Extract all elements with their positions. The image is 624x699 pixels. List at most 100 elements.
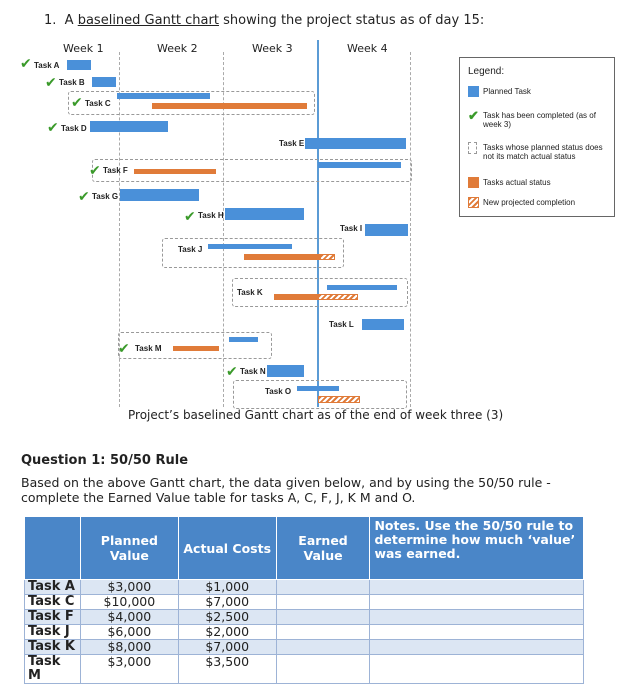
task-k-planned-bar (327, 285, 397, 290)
gantt-link[interactable]: baselined Gantt chart (77, 13, 219, 28)
task-name: Task K (24, 639, 81, 655)
earned-value-cell[interactable] (275, 639, 371, 655)
actual-cost: $1,000 (177, 579, 277, 595)
task-i-label: Task I (340, 224, 363, 233)
task-name: Task M (24, 654, 81, 684)
checkmark-icon: ✔ (45, 75, 57, 91)
checkmark-icon: ✔ (71, 95, 83, 111)
notes-cell[interactable] (369, 579, 584, 595)
grid-line (119, 52, 120, 407)
earned-value-cell[interactable] (275, 594, 371, 610)
week-2-label: Week 2 (157, 42, 198, 55)
legend-planned-label: Planned Task (483, 87, 531, 96)
planned-value: $6,000 (79, 624, 179, 640)
table-row: Task K $8,000 $7,000 (24, 639, 584, 655)
status-date-line (317, 40, 319, 407)
notes-cell[interactable] (369, 609, 584, 625)
task-j-actual-bar (244, 254, 320, 260)
task-i-planned-bar (365, 224, 408, 236)
question-1-body: Based on the above Gantt chart, the data… (21, 475, 551, 505)
earned-value-cell[interactable] (275, 579, 371, 595)
week-4-label: Week 4 (347, 42, 388, 55)
gantt-chart: Week 1 Week 2 Week 3 Week 4 ✔ Task A ✔ T… (20, 40, 615, 422)
legend: Legend: Planned Task ✔ Task has been com… (459, 57, 615, 217)
checkmark-icon: ✔ (184, 209, 196, 225)
mismatch-box-task-k (232, 278, 408, 307)
earned-value-cell[interactable] (275, 609, 371, 625)
table-row: Task J $6,000 $2,000 (24, 624, 584, 640)
table-row: Task M $3,000 $3,500 (24, 654, 584, 684)
checkmark-icon: ✔ (226, 364, 238, 380)
task-f-label: Task F (103, 166, 128, 175)
table-row: Task F $4,000 $2,500 (24, 609, 584, 625)
legend-projected-label: New projected completion (483, 198, 576, 207)
task-h-planned-bar (225, 208, 304, 220)
header-task (24, 516, 81, 580)
task-a-label: Task A (34, 61, 60, 70)
planned-value: $8,000 (79, 639, 179, 655)
question-suffix: showing the project status as of day 15: (223, 13, 485, 28)
task-d-label: Task D (61, 124, 87, 133)
question-number: 1. (44, 13, 57, 28)
checkmark-icon: ✔ (118, 341, 130, 357)
task-g-label: Task G (92, 192, 119, 201)
task-name: Task A (24, 579, 81, 595)
planned-value: $10,000 (79, 594, 179, 610)
planned-value: $3,000 (79, 654, 179, 684)
grid-line (223, 52, 224, 407)
question-prefix: A (64, 13, 74, 28)
grid-line (410, 52, 411, 407)
legend-title: Legend: (468, 66, 505, 77)
task-m-label: Task M (135, 344, 162, 353)
actual-swatch (468, 177, 479, 188)
notes-cell[interactable] (369, 654, 584, 684)
actual-cost: $3,500 (177, 654, 277, 684)
task-m-planned-bar (229, 337, 258, 342)
mismatch-box-task-c (68, 91, 315, 115)
task-c-planned-bar (117, 93, 210, 99)
task-name: Task J (24, 624, 81, 640)
task-k-actual-bar (274, 294, 318, 300)
task-k-label: Task K (237, 288, 263, 297)
notes-cell[interactable] (369, 639, 584, 655)
task-g-planned-bar (120, 189, 199, 201)
planned-value: $4,000 (79, 609, 179, 625)
legend-actual-label: Tasks actual status (483, 178, 551, 187)
question-1-title: Question 1: 50/50 Rule (21, 453, 189, 468)
header-notes: Notes. Use the 50/50 rule to determine h… (369, 516, 584, 580)
table-row: Task C $10,000 $7,000 (24, 594, 584, 610)
task-j-projected-bar (320, 254, 335, 260)
checkmark-icon: ✔ (89, 163, 101, 179)
planned-swatch (468, 86, 479, 97)
projected-swatch (468, 197, 479, 208)
mismatch-box-task-o (233, 380, 407, 409)
legend-completed-label: Task has been completed (as of week 3) (483, 111, 596, 129)
task-e-label: Task E (279, 139, 305, 148)
task-f-planned-bar (318, 162, 401, 168)
notes-cell[interactable] (369, 594, 584, 610)
task-b-label: Task B (59, 78, 85, 87)
earned-value-cell[interactable] (275, 654, 371, 684)
task-f-actual-bar (134, 169, 216, 174)
week-1-label: Week 1 (63, 42, 104, 55)
task-name: Task C (24, 594, 81, 610)
checkmark-icon: ✔ (468, 108, 479, 123)
earned-value-table: Planned Value Actual Costs Earned Value … (24, 516, 584, 684)
task-o-projected-bar (318, 396, 360, 403)
earned-value-cell[interactable] (275, 624, 371, 640)
task-d-planned-bar (90, 121, 168, 132)
task-l-planned-bar (362, 319, 404, 330)
legend-mismatch-label: Tasks whose planned status does not its … (483, 143, 603, 161)
notes-cell[interactable] (369, 624, 584, 640)
actual-cost: $7,000 (177, 594, 277, 610)
task-j-planned-bar (208, 244, 292, 249)
table-header-row: Planned Value Actual Costs Earned Value … (24, 516, 584, 580)
checkmark-icon: ✔ (20, 56, 32, 72)
checkmark-icon: ✔ (78, 189, 90, 205)
actual-cost: $7,000 (177, 639, 277, 655)
table-row: Task A $3,000 $1,000 (24, 579, 584, 595)
header-planned-value: Planned Value (79, 516, 179, 580)
gantt-caption: Project’s baselined Gantt chart as of th… (128, 408, 504, 422)
mismatch-box-task-j (162, 238, 344, 268)
task-k-projected-bar (318, 294, 358, 300)
